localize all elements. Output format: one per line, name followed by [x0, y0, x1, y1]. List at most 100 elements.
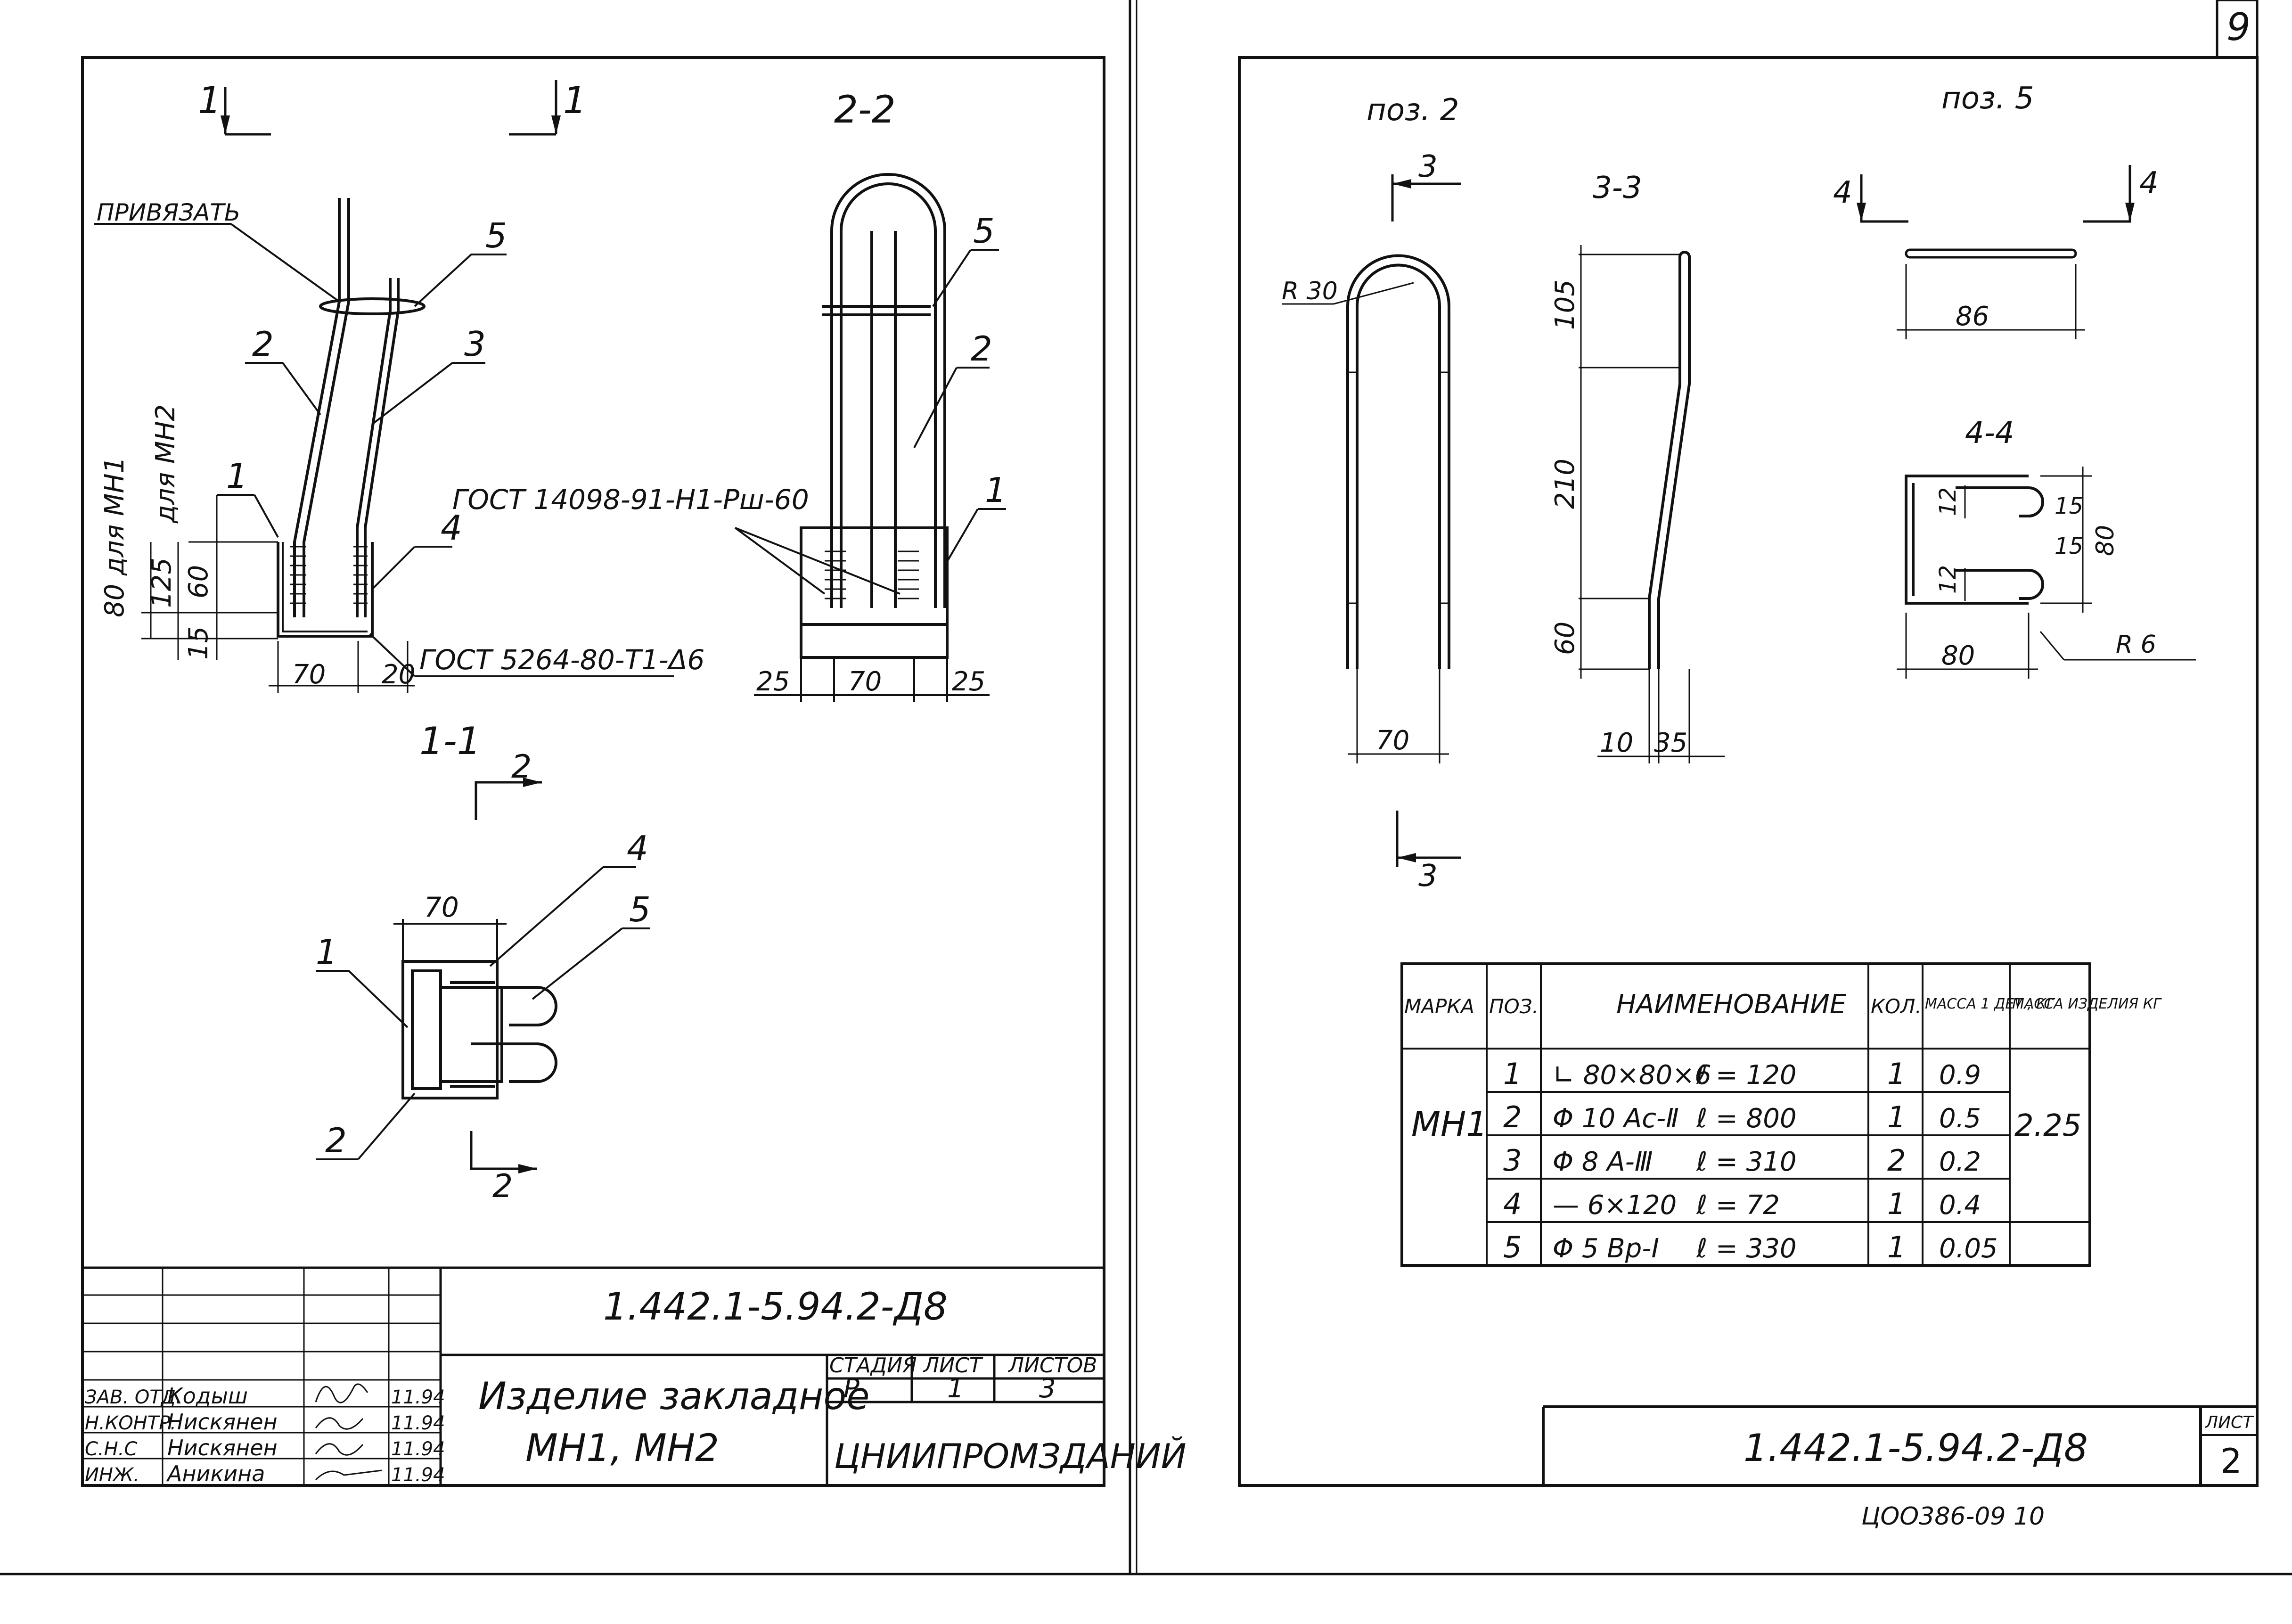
- callout-pos-5: 5: [485, 216, 507, 255]
- role-3: ИНЖ.: [85, 1464, 139, 1486]
- dim-80-mh1: 80 для МН1: [99, 457, 130, 617]
- row-qty: 1: [1887, 1057, 1906, 1091]
- callout-pos-2-22: 2: [971, 329, 992, 369]
- dim-35: 35: [1654, 728, 1687, 758]
- cut-marker-1-right: 1: [509, 80, 587, 136]
- hdr-qty: КОЛ.: [1871, 995, 1922, 1018]
- dim-60-33: 60: [1550, 622, 1580, 655]
- view-section-2-2: 2-2 5 2 1 ГОСТ 14098-91-Н1-Рш-60 2: [452, 88, 1007, 702]
- cut-label: 2: [511, 748, 532, 786]
- dim-mh2: для МН2: [150, 404, 181, 524]
- hdr-mass-part: МАССА 1 ДЕТ., КГ: [1925, 996, 2055, 1012]
- cut-4b: 4: [2139, 166, 2159, 201]
- row-len: ℓ = 330: [1696, 1233, 1797, 1264]
- weld-note-1: ГОСТ 14098-91-Н1-Рш-60: [452, 484, 809, 516]
- row-name: Φ 5 Вр-Ⅰ: [1553, 1233, 1659, 1264]
- name-1: Нискянен: [167, 1409, 278, 1435]
- callout-pos-1-22: 1: [985, 470, 1007, 510]
- callout-pos-5-11: 5: [629, 890, 651, 929]
- dim-12b: 12: [1935, 565, 1961, 594]
- name-2: Нискянен: [167, 1435, 278, 1460]
- dim-80-v: 80: [2091, 525, 2120, 556]
- right-sheet-frame: [1238, 0, 2259, 1487]
- cut-3a: 3: [1418, 149, 1438, 184]
- row-pos: 1: [1503, 1057, 1522, 1091]
- hdr-mass-item: МАССА ИЗДЕЛИЯ КГ: [2012, 996, 2162, 1012]
- row-name: ∟ 80×80×6: [1553, 1060, 1711, 1091]
- row-name: Φ 10 Ас-Ⅱ: [1553, 1103, 1679, 1134]
- left-title-block: 1.442.1-5.94.2-Д8 Изделие закладное МН1,…: [82, 1266, 1187, 1486]
- view-pos-2: поз. 2 3 3 R 30 70: [1282, 93, 1461, 894]
- dim-25-a: 25: [756, 666, 790, 697]
- dim-r6: R 6: [2116, 631, 2156, 659]
- cut-label: 1: [563, 80, 587, 122]
- row-mass: 0.4: [1939, 1190, 1981, 1221]
- date-2: 11.94: [391, 1438, 445, 1460]
- row-mass: 0.05: [1939, 1233, 1998, 1264]
- org-name: ЦНИИПРОМЗДАНИЙ: [834, 1436, 1187, 1476]
- row-len: ℓ = 120: [1696, 1060, 1797, 1091]
- right-drawing-code: 1.442.1-5.94.2-Д8: [1744, 1426, 2088, 1470]
- row-qty: 1: [1887, 1230, 1906, 1264]
- hdr-sheets: ЛИСТОВ: [1007, 1353, 1097, 1378]
- view-section-3-3: 3-3 105 210 60 10 35: [1550, 171, 1725, 763]
- role-0: ЗАВ. ОТД.: [85, 1386, 182, 1408]
- row-qty: 2: [1887, 1143, 1906, 1178]
- row-pos: 2: [1503, 1100, 1522, 1134]
- cut-3b: 3: [1418, 859, 1438, 894]
- role-2: С.Н.С: [85, 1438, 137, 1460]
- cut-4a: 4: [1833, 175, 1852, 210]
- dim-15a: 15: [2055, 493, 2083, 519]
- date-3: 11.94: [391, 1464, 445, 1486]
- name-0: Кодыш: [167, 1383, 248, 1409]
- hdr-name: НАИМЕНОВАНИЕ: [1616, 989, 1847, 1020]
- dim-15: 15: [183, 626, 214, 660]
- callout-pos-4-11: 4: [627, 828, 648, 868]
- dim-12a: 12: [1935, 487, 1961, 516]
- dim-86: 86: [1956, 301, 1989, 332]
- section-label-44: 4-4: [1965, 416, 2014, 451]
- hdr-mark: МАРКА: [1404, 995, 1474, 1018]
- row-mass: 0.2: [1939, 1147, 1981, 1177]
- callout-pos-2: 2: [252, 324, 274, 364]
- dim-20: 20: [382, 659, 415, 690]
- row-mass: 0.9: [1939, 1060, 1981, 1091]
- spec-mark: МН1: [1411, 1104, 1488, 1144]
- cut-marker-1-left: 1: [198, 80, 271, 136]
- dim-70-poz2: 70: [1376, 725, 1409, 756]
- section-label: 2-2: [834, 88, 896, 131]
- callout-pos-5-22: 5: [973, 211, 995, 251]
- title-line-1: Изделие закладное: [478, 1374, 870, 1418]
- dim-210: 210: [1550, 459, 1580, 509]
- callout-pos-3: 3: [464, 324, 486, 364]
- callout-pos-4: 4: [441, 508, 462, 548]
- sheet-label: ЛИСТ: [2204, 1413, 2254, 1432]
- spec-item-mass: 2.25: [2014, 1108, 2082, 1143]
- val-sheet: 1: [947, 1373, 964, 1404]
- val-sheets: 3: [1039, 1373, 1056, 1404]
- cut-label: 2: [492, 1168, 513, 1205]
- sheet-number: 2: [2220, 1441, 2242, 1481]
- row-pos: 5: [1503, 1230, 1522, 1264]
- dim-125: 125: [147, 558, 177, 608]
- dim-r30: R 30: [1282, 277, 1338, 305]
- view-section-1-side: ПРИВЯЗАТЬ 5 2 3 1 4 ГОСТ 5264-80-Т1-Δ6 7…: [94, 198, 704, 693]
- callout-pos-1: 1: [226, 456, 248, 496]
- row-len: ℓ = 800: [1696, 1103, 1797, 1134]
- row-pos: 3: [1503, 1143, 1522, 1178]
- row-qty: 1: [1887, 1187, 1906, 1221]
- title-line-2: МН1, МН2: [525, 1426, 719, 1470]
- dim-80-h: 80: [1941, 640, 1975, 671]
- spec-table: МАРКА ПОЗ. НАИМЕНОВАНИЕ КОЛ. МАССА 1 ДЕТ…: [1400, 962, 2162, 1267]
- callout-pos-2-11: 2: [325, 1121, 347, 1160]
- row-pos: 4: [1503, 1187, 1522, 1221]
- view-section-1-1: 1-1 2 2 70 4 5 1 2: [316, 719, 651, 1205]
- row-mass: 0.5: [1939, 1103, 1981, 1134]
- hdr-pos: ПОЗ.: [1489, 995, 1539, 1018]
- dim-60: 60: [183, 565, 214, 599]
- hdr-stage: СТАДИЯ: [829, 1353, 917, 1378]
- right-title-block: 1.442.1-5.94.2-Д8 ЛИСТ 2 ЦОО386-09 10: [1542, 1405, 2257, 1531]
- label-poz5: поз. 5: [1941, 81, 2034, 116]
- label-poz2: поз. 2: [1367, 93, 1459, 128]
